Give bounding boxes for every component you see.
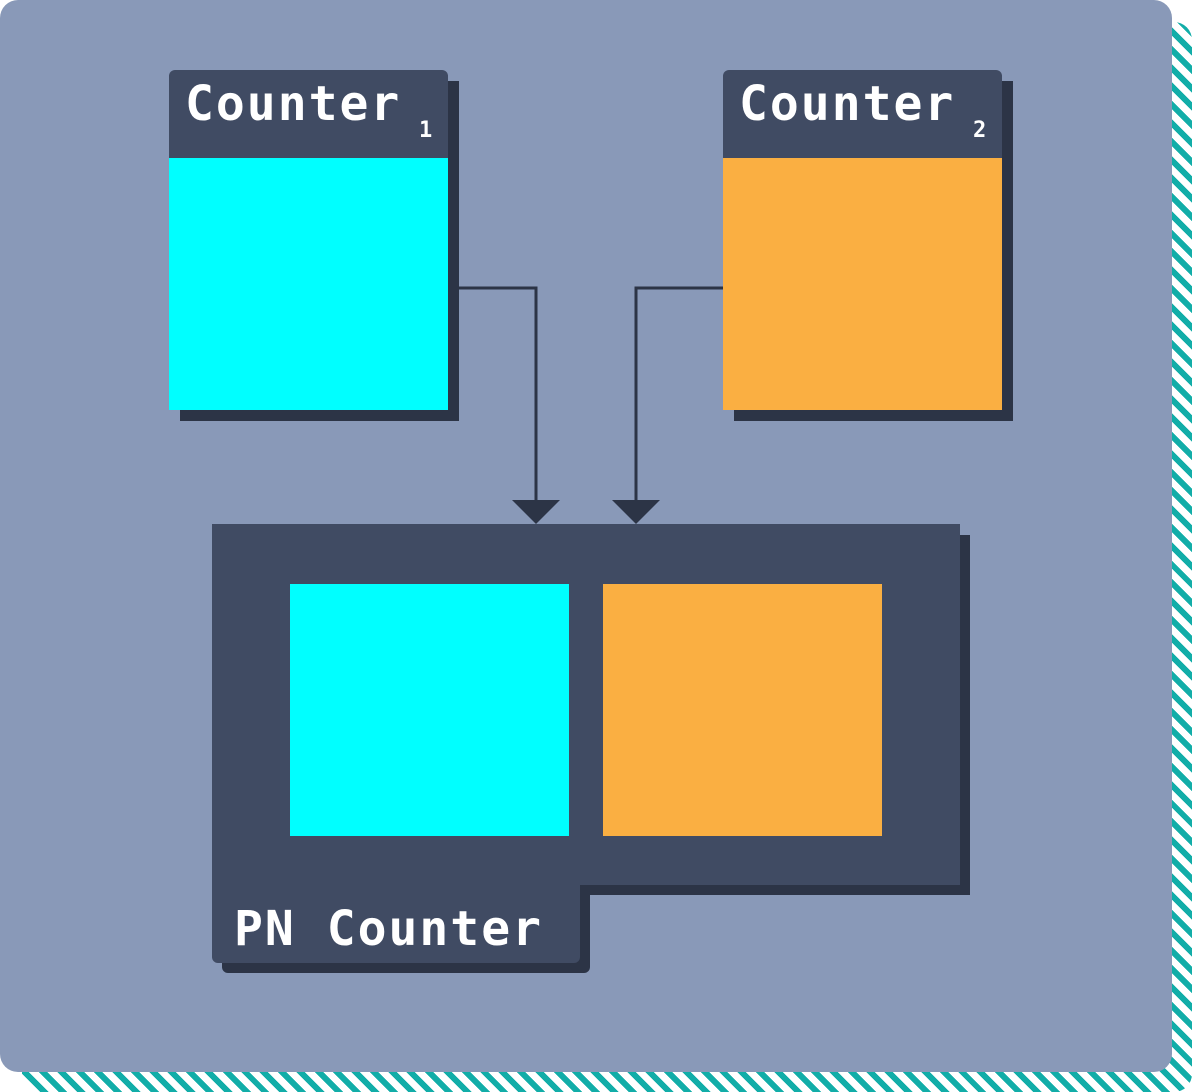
counter-1-title: Counter [185,76,402,132]
arrowhead-1 [512,500,560,524]
arrowhead-2 [612,500,660,524]
counter-1-block [169,158,448,410]
pn-positive-block [290,584,569,836]
arrow-counter-1-to-pn [459,286,538,500]
counter-2-title: Counter [739,76,956,132]
pn-counter-box [212,524,960,885]
counter-2-subscript: 2 [973,118,987,143]
counter-2-block [723,158,1002,410]
counter-1-header: Counter 1 [169,70,448,158]
pn-counter-label-tab: PN Counter [212,885,580,963]
pn-negative-block [603,584,882,836]
pn-counter-label: PN Counter [234,901,543,957]
counter-1-subscript: 1 [419,118,433,143]
arrow-counter-2-to-pn [634,286,723,500]
counter-2-header: Counter 2 [723,70,1002,158]
